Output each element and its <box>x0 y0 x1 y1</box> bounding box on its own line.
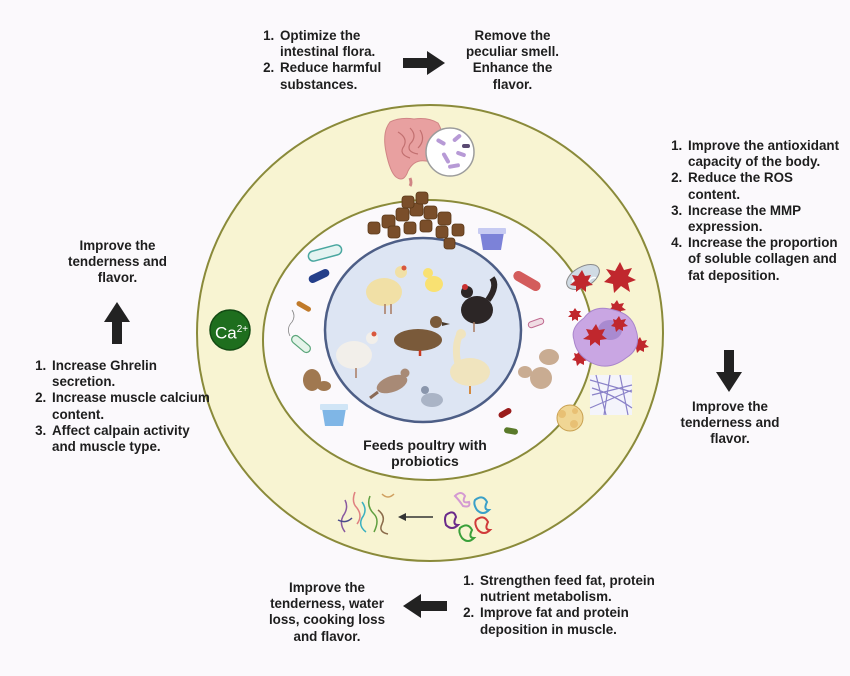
collagen-fibers-icon <box>589 374 633 416</box>
bottom-cause-item: Strengthen feed fat, protein nutrient me… <box>478 573 656 605</box>
pigeon-icon <box>421 386 443 407</box>
fat-cells-icon <box>556 404 584 432</box>
hen-icon <box>366 265 407 314</box>
right-effect-text: Improve the tenderness and flavor. <box>680 399 780 447</box>
cell-icon <box>572 307 639 367</box>
arrow-down-icon <box>716 350 742 392</box>
left-cause-item: Increase muscle calcium content. <box>50 390 213 422</box>
protein-coil-icons <box>444 492 493 542</box>
intestine-icon <box>384 117 444 187</box>
right-causes-list: Improve the antioxidant capacity of the … <box>664 138 844 284</box>
left-causes-list: Increase Ghrelin secretion. Increase mus… <box>28 358 213 455</box>
dove-icon <box>369 368 410 400</box>
probiotic-bacteria-icons <box>288 244 559 435</box>
bacteria-magnifier-icon <box>425 127 475 177</box>
chick-icon <box>423 268 443 292</box>
arrow-up-icon <box>104 302 130 344</box>
feed-pellets-icon <box>367 191 465 250</box>
yogurt-cup-icon <box>478 228 506 250</box>
right-cause-item: Reduce the ROS content. <box>686 170 844 202</box>
arrow-right-icon <box>403 51 445 75</box>
rooster-icon <box>461 276 498 332</box>
calcium-label: Ca2+ <box>215 321 248 343</box>
top-causes-list: Optimize the intestinal flora. Reduce ha… <box>256 28 386 93</box>
right-cause-item: Improve the antioxidant capacity of the … <box>686 138 844 170</box>
bottom-effect-text: Improve the tenderness, water loss, cook… <box>268 580 386 644</box>
left-effect-text: Improve the tenderness and flavor. <box>68 238 167 286</box>
top-cause-item: Reduce harmful substances. <box>278 60 386 92</box>
arrow-left-icon <box>403 594 447 618</box>
left-cause-item: Affect calpain activity and muscle type. <box>50 423 213 455</box>
amino-acid-chains-icon <box>337 491 395 535</box>
right-cause-item: Increase the proportion of soluble colla… <box>686 235 844 284</box>
white-hen-icon <box>336 331 378 378</box>
left-cause-item: Increase Ghrelin secretion. <box>50 358 213 390</box>
arrow-small-left-icon <box>398 513 433 521</box>
center-label: Feeds poultry with probiotics <box>363 437 487 470</box>
calcium-symbol: Ca <box>215 323 237 343</box>
duck-icon <box>394 316 450 356</box>
top-effect-text: Remove the peculiar smell. Enhance the f… <box>465 28 560 92</box>
bottom-cause-item: Improve fat and protein deposition in mu… <box>478 605 656 637</box>
right-cause-item: Increase the MMP expression. <box>686 203 844 235</box>
goose-icon <box>450 329 490 394</box>
ros-star-icon <box>568 262 649 366</box>
yogurt-cup-icon <box>320 404 348 426</box>
bottom-causes-list: Strengthen feed fat, protein nutrient me… <box>456 573 656 638</box>
calcium-ion-icon <box>209 309 251 351</box>
calcium-charge: 2+ <box>236 324 249 335</box>
top-cause-item: Optimize the intestinal flora. <box>278 28 386 60</box>
